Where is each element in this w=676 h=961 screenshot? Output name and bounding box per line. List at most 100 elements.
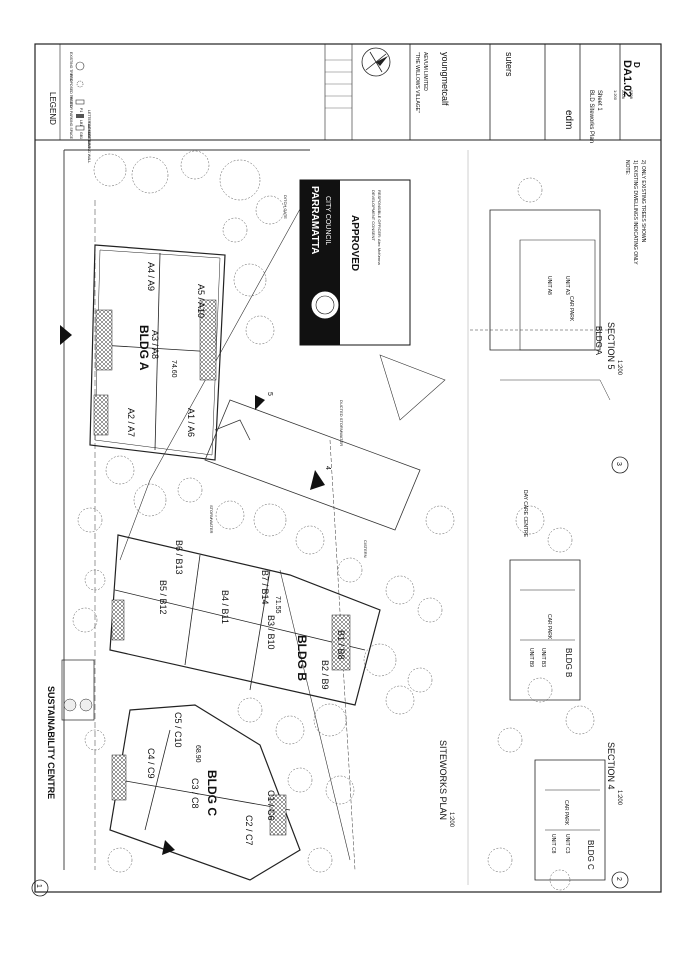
plan-scale: 1:200 — [448, 812, 454, 828]
notes-heading: NOTE: — [624, 160, 630, 175]
legend-item: LETTER BOXES — [87, 110, 91, 137]
unit-label: A2 / A7 — [126, 408, 136, 437]
revision-letter: D — [632, 62, 641, 68]
tree-canopy-icon — [107, 847, 133, 873]
tree-canopy-icon — [131, 156, 169, 194]
unit-label: C5 / C10 — [173, 712, 183, 748]
bldg-b-label: BLDG B — [295, 635, 309, 681]
sustainability-label: SUSTAINABILITY CENTRE — [46, 686, 56, 799]
legend-symbols — [75, 61, 85, 131]
floor-level: 68.90 — [194, 745, 201, 763]
tree-canopy-icon — [337, 557, 363, 583]
legend-item: GARBAGE BINS — [87, 122, 91, 149]
tree-canopy-icon — [515, 505, 545, 535]
section-extra: DAY CARE CENTRE — [522, 490, 528, 538]
revision-table — [325, 59, 352, 109]
unit-label: A5 / A10 — [196, 284, 206, 318]
architect-name: youngmetcalf — [440, 52, 450, 106]
tree-canopy-icon — [425, 505, 455, 535]
unit-label: C4 / C9 — [146, 748, 156, 779]
date-value: 2006 — [621, 90, 626, 100]
engineer-logo: edm — [563, 110, 574, 129]
unit-label: B1 / B8 — [336, 630, 346, 660]
section-markers — [60, 325, 325, 855]
legend-item: EXISTING TREES — [69, 52, 73, 82]
tree-canopy-icon — [93, 153, 127, 187]
unit-label: C3 / C8 — [190, 778, 200, 809]
building-a — [89, 244, 226, 461]
unit-label: B3 / B10 — [266, 615, 276, 650]
plan-annotation: DUCTED STORMWATER — [339, 400, 344, 446]
section-unit: UNIT B9 — [528, 648, 534, 667]
building-b — [109, 534, 381, 706]
plan-annotation: DITCH GATE — [283, 195, 288, 219]
council-stamp — [299, 179, 411, 346]
tree-canopy-icon — [245, 315, 275, 345]
drawing-number: DA1.02 — [621, 60, 633, 97]
tree-canopy-icon — [547, 527, 573, 553]
tree-canopy-icon — [363, 643, 397, 677]
project-number: 0708 — [629, 90, 634, 100]
bldg-a-label: BLDG A — [137, 325, 151, 371]
section-bldg: BLDG C — [586, 840, 595, 870]
section-car-park: CAR PARK — [563, 800, 569, 826]
tree-canopy-icon — [177, 477, 203, 503]
sections-area — [467, 150, 611, 885]
section-bldg: BLDG B — [564, 648, 573, 677]
site-boundary — [63, 149, 356, 871]
stamp-council: PARRAMATTA — [309, 186, 320, 254]
tree-canopy-icon — [527, 677, 553, 703]
unit-label: B4 / B11 — [220, 590, 230, 624]
sheet-border — [34, 43, 662, 893]
unit-label: B6 / B13 — [174, 540, 184, 575]
plan-annotation: STORMWATER — [209, 505, 214, 533]
legend-code: P1 — [79, 108, 83, 112]
tree-canopy-icon — [77, 507, 103, 533]
section-scale: 1:200 — [616, 790, 622, 806]
plan-title: SITEWORKS PLAN — [438, 740, 448, 820]
unit-label: C1 / C6 — [266, 790, 276, 821]
tree-canopy-icon — [253, 503, 287, 537]
section-car-park: CAR PARK — [546, 614, 552, 640]
tree-canopy-icon — [407, 667, 433, 693]
tree-canopy-icon — [295, 525, 325, 555]
tree-canopy-icon — [287, 767, 313, 793]
section-marker-label: 4 — [324, 466, 331, 470]
tree-canopy-icon — [497, 727, 523, 753]
tree-canopy-icon — [565, 705, 595, 735]
section-unit: UNIT A8 — [546, 276, 552, 295]
building-c — [109, 704, 301, 881]
tree-canopy-icon — [215, 500, 245, 530]
tree-canopy-icon — [385, 685, 415, 715]
tree-canopy-icon — [84, 729, 106, 751]
drawing-title: BLD Siteworks Plan — [588, 90, 594, 143]
client-name: AEVUM LIMITED — [422, 52, 428, 91]
tree-canopy-icon — [275, 715, 305, 745]
legend-heading: LEGEND — [48, 92, 57, 125]
tree-canopy-icon — [219, 159, 261, 201]
project-name: "THE WILLOWS VILLAGE" — [414, 52, 420, 113]
sustainability-centre-block — [61, 659, 95, 721]
legend-code: LB1 — [79, 120, 83, 126]
tree-canopy-icon — [307, 847, 333, 873]
section-title: SECTION 4 — [606, 742, 616, 790]
floor-level: 71.55 — [274, 596, 281, 614]
unit-label: A4 / A9 — [146, 262, 156, 291]
sheet-name: Sheet 1 — [596, 90, 602, 111]
tree-canopy-icon — [325, 775, 355, 805]
tree-canopy-icon — [517, 177, 543, 203]
unit-label: B5 / B12 — [158, 580, 168, 615]
section-number: 2 — [615, 877, 622, 881]
legend-item: PROPOSED TREES — [69, 74, 73, 107]
stamp-status: APPROVED — [349, 215, 360, 271]
section-marker-label: 5 — [266, 392, 273, 396]
unit-label: A1 / A6 — [186, 408, 196, 437]
legend-code: GB1 — [79, 132, 83, 139]
tree-canopy-icon — [385, 575, 415, 605]
tree-canopy-icon — [313, 703, 347, 737]
section-unit: UNIT C3 — [564, 834, 570, 854]
section-bldg: BLDG A — [594, 326, 603, 356]
tree-canopy-icon — [105, 455, 135, 485]
